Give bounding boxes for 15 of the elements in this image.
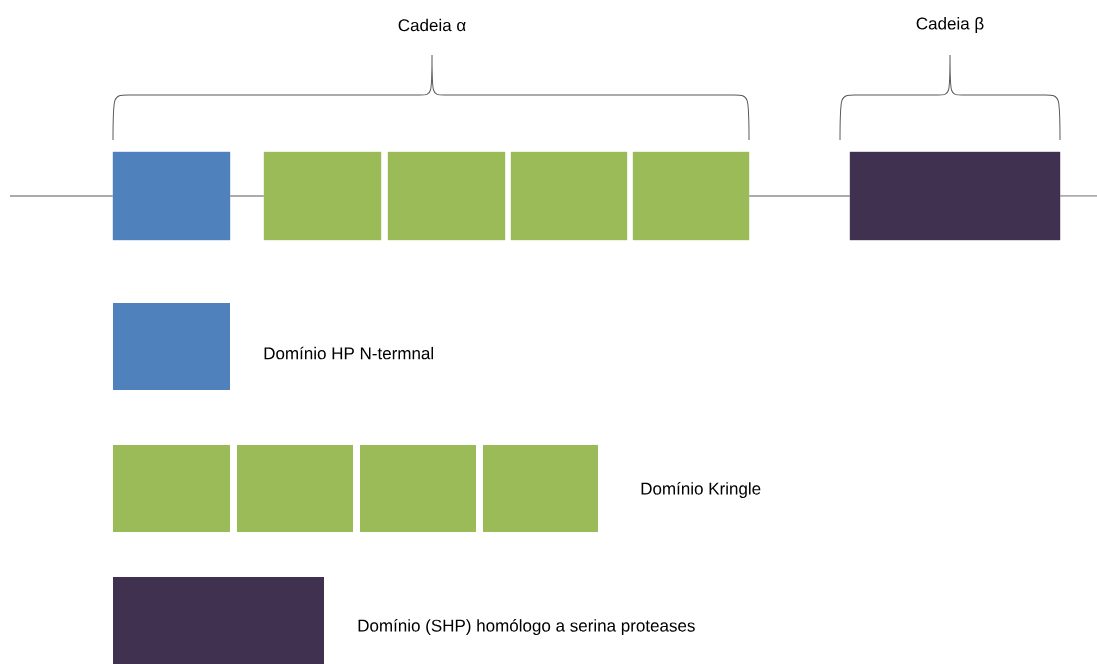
chain-label: Cadeia β [916,17,984,33]
backbone-line [9,195,114,197]
domain-box [632,151,750,241]
legend-text: Domínio (SHP) homólogo a serina proteases [358,619,695,636]
legend-text: Domínio Kringle [641,482,761,499]
domain-box [387,151,506,241]
domain-box [510,151,628,241]
backbone-line [1059,195,1097,197]
backbone-line [229,195,265,197]
backbone-line [748,195,851,197]
domain-box [263,151,382,241]
chain-label: Cadeia α [398,18,466,32]
domain-box [849,151,1061,241]
legend-text: Domínio HP N-termnal [264,346,433,360]
domain-box [112,151,231,241]
